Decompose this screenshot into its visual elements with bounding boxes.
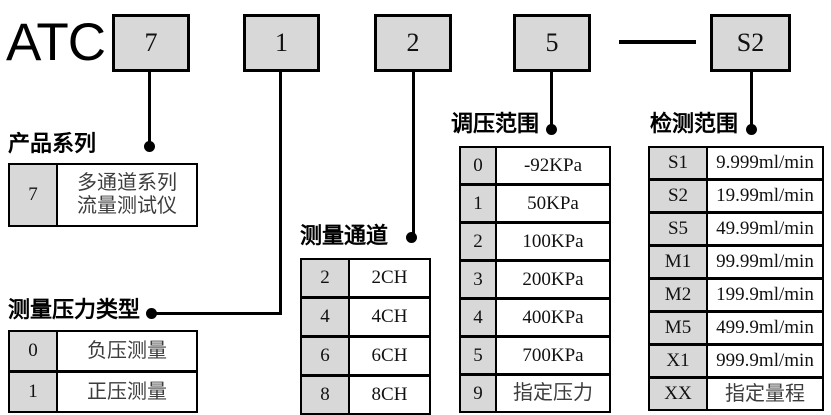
description-cell: 99.99ml/min [716,251,814,273]
code-cell: S1 [650,148,708,178]
description-cell: 400KPa [522,306,584,328]
description-cell: 负压测量 [87,339,167,362]
code-cell: 1 [461,186,497,221]
connector-pressure-range-vline [550,72,553,130]
code-cell: 8 [302,377,350,413]
connector-pressure-type-dot [146,308,157,319]
table-row: 0 -92KPa [461,148,609,183]
code-cell: 4 [302,299,350,335]
code-box-series: 7 [112,14,190,72]
code-separator-dash [619,40,696,44]
connector-series-vline [148,72,151,146]
table-detection-range: S1 9.999ml/min S2 19.99ml/min S5 49.99ml… [648,146,824,411]
code-box-detect-range: S2 [710,14,791,72]
table-row: 4 4CH [302,296,429,335]
connector-pressure-type-hline [151,312,282,315]
description-cell: 指定量程 [725,382,805,405]
table-row: X1 999.9ml/min [650,343,822,376]
connector-series-dot [144,141,155,152]
description-cell: 2CH [371,267,408,289]
description-cell: 100KPa [522,230,584,252]
table-row: S1 9.999ml/min [650,148,822,178]
code-cell: M1 [650,247,708,277]
connector-channels-vline [412,72,415,238]
description-cell: 19.99ml/min [716,185,814,207]
table-row: 3 200KPa [461,259,609,297]
table-row: 7 多通道系列 流量测试仪 [10,165,196,225]
description-cell: -92KPa [523,154,583,176]
table-product-series: 7 多通道系列 流量测试仪 [8,163,198,227]
code-box-pressure-range: 5 [513,14,591,72]
description-cell: 4CH [371,306,408,328]
description-cell: 8CH [371,384,408,406]
code-cell: S2 [650,181,708,211]
table-row: 1 50KPa [461,183,609,221]
table-row: 0 负压测量 [10,332,196,370]
table-pressure-type: 0 负压测量 1 正压测量 [8,330,198,413]
code-cell: 9 [461,376,497,411]
description-cell: 6CH [371,345,408,367]
table-row: M1 99.99ml/min [650,244,822,277]
description-cell: 200KPa [522,268,584,290]
description-cell: 700KPa [522,344,584,366]
label-product-series: 产品系列 [8,131,97,156]
description-cell: 199.9ml/min [716,284,814,306]
table-pressure-adjust-range: 0 -92KPa 1 50KPa 2 100KPa 3 200KPa 4 400… [459,146,611,413]
table-row: 5 700KPa [461,335,609,373]
connector-pressure-type-vline [279,72,282,315]
table-row: 2 100KPa [461,221,609,259]
description-cell: 正压测量 [87,380,167,403]
table-row: 2 2CH [302,260,429,296]
description-cell: 多通道系列 流量测试仪 [77,172,177,217]
description-cell: 9.999ml/min [716,152,814,174]
code-cell: 0 [10,332,58,370]
connector-channels-dot [406,232,417,243]
code-cell: XX [650,379,708,409]
table-row: 1 正压测量 [10,370,196,411]
description-cell: 999.9ml/min [716,350,814,372]
table-row: S2 19.99ml/min [650,178,822,211]
table-row: M2 199.9ml/min [650,277,822,310]
code-cell: S5 [650,214,708,244]
table-row: 8 8CH [302,374,429,413]
code-cell: 1 [10,373,58,411]
code-cell: X1 [650,346,708,376]
description-cell: 499.9ml/min [716,317,814,339]
code-cell: 2 [302,260,350,296]
table-row: M5 499.9ml/min [650,310,822,343]
table-row: S5 49.99ml/min [650,211,822,244]
table-row: 9 指定压力 [461,373,609,411]
code-cell: 7 [10,165,58,225]
code-cell: 6 [302,338,350,374]
table-row: XX 指定量程 [650,376,822,409]
description-cell: 指定压力 [513,382,593,404]
code-cell: 5 [461,338,497,373]
label-detection-range: 检测范围 [650,111,739,136]
code-cell: M2 [650,280,708,310]
code-box-pressure-type: 1 [243,14,320,72]
brand-logo-text: ATC [6,13,106,72]
label-pressure-type: 测量压力类型 [8,297,141,322]
label-measure-channels: 测量通道 [300,223,389,248]
code-cell: 4 [461,300,497,335]
connector-detect-range-dot [746,124,757,135]
table-measure-channels: 2 2CH 4 4CH 6 6CH 8 8CH [300,258,431,415]
code-cell: 0 [461,148,497,183]
code-box-channels: 2 [374,14,452,72]
connector-detect-range-vline [750,72,753,130]
code-cell: 3 [461,262,497,297]
code-cell: M5 [650,313,708,343]
description-cell: 50KPa [527,192,579,214]
table-row: 6 6CH [302,335,429,374]
table-row: 4 400KPa [461,297,609,335]
description-cell: 49.99ml/min [716,218,814,240]
connector-pressure-range-dot [546,124,557,135]
code-cell: 2 [461,224,497,259]
label-pressure-adjust-range: 调压范围 [451,111,540,136]
